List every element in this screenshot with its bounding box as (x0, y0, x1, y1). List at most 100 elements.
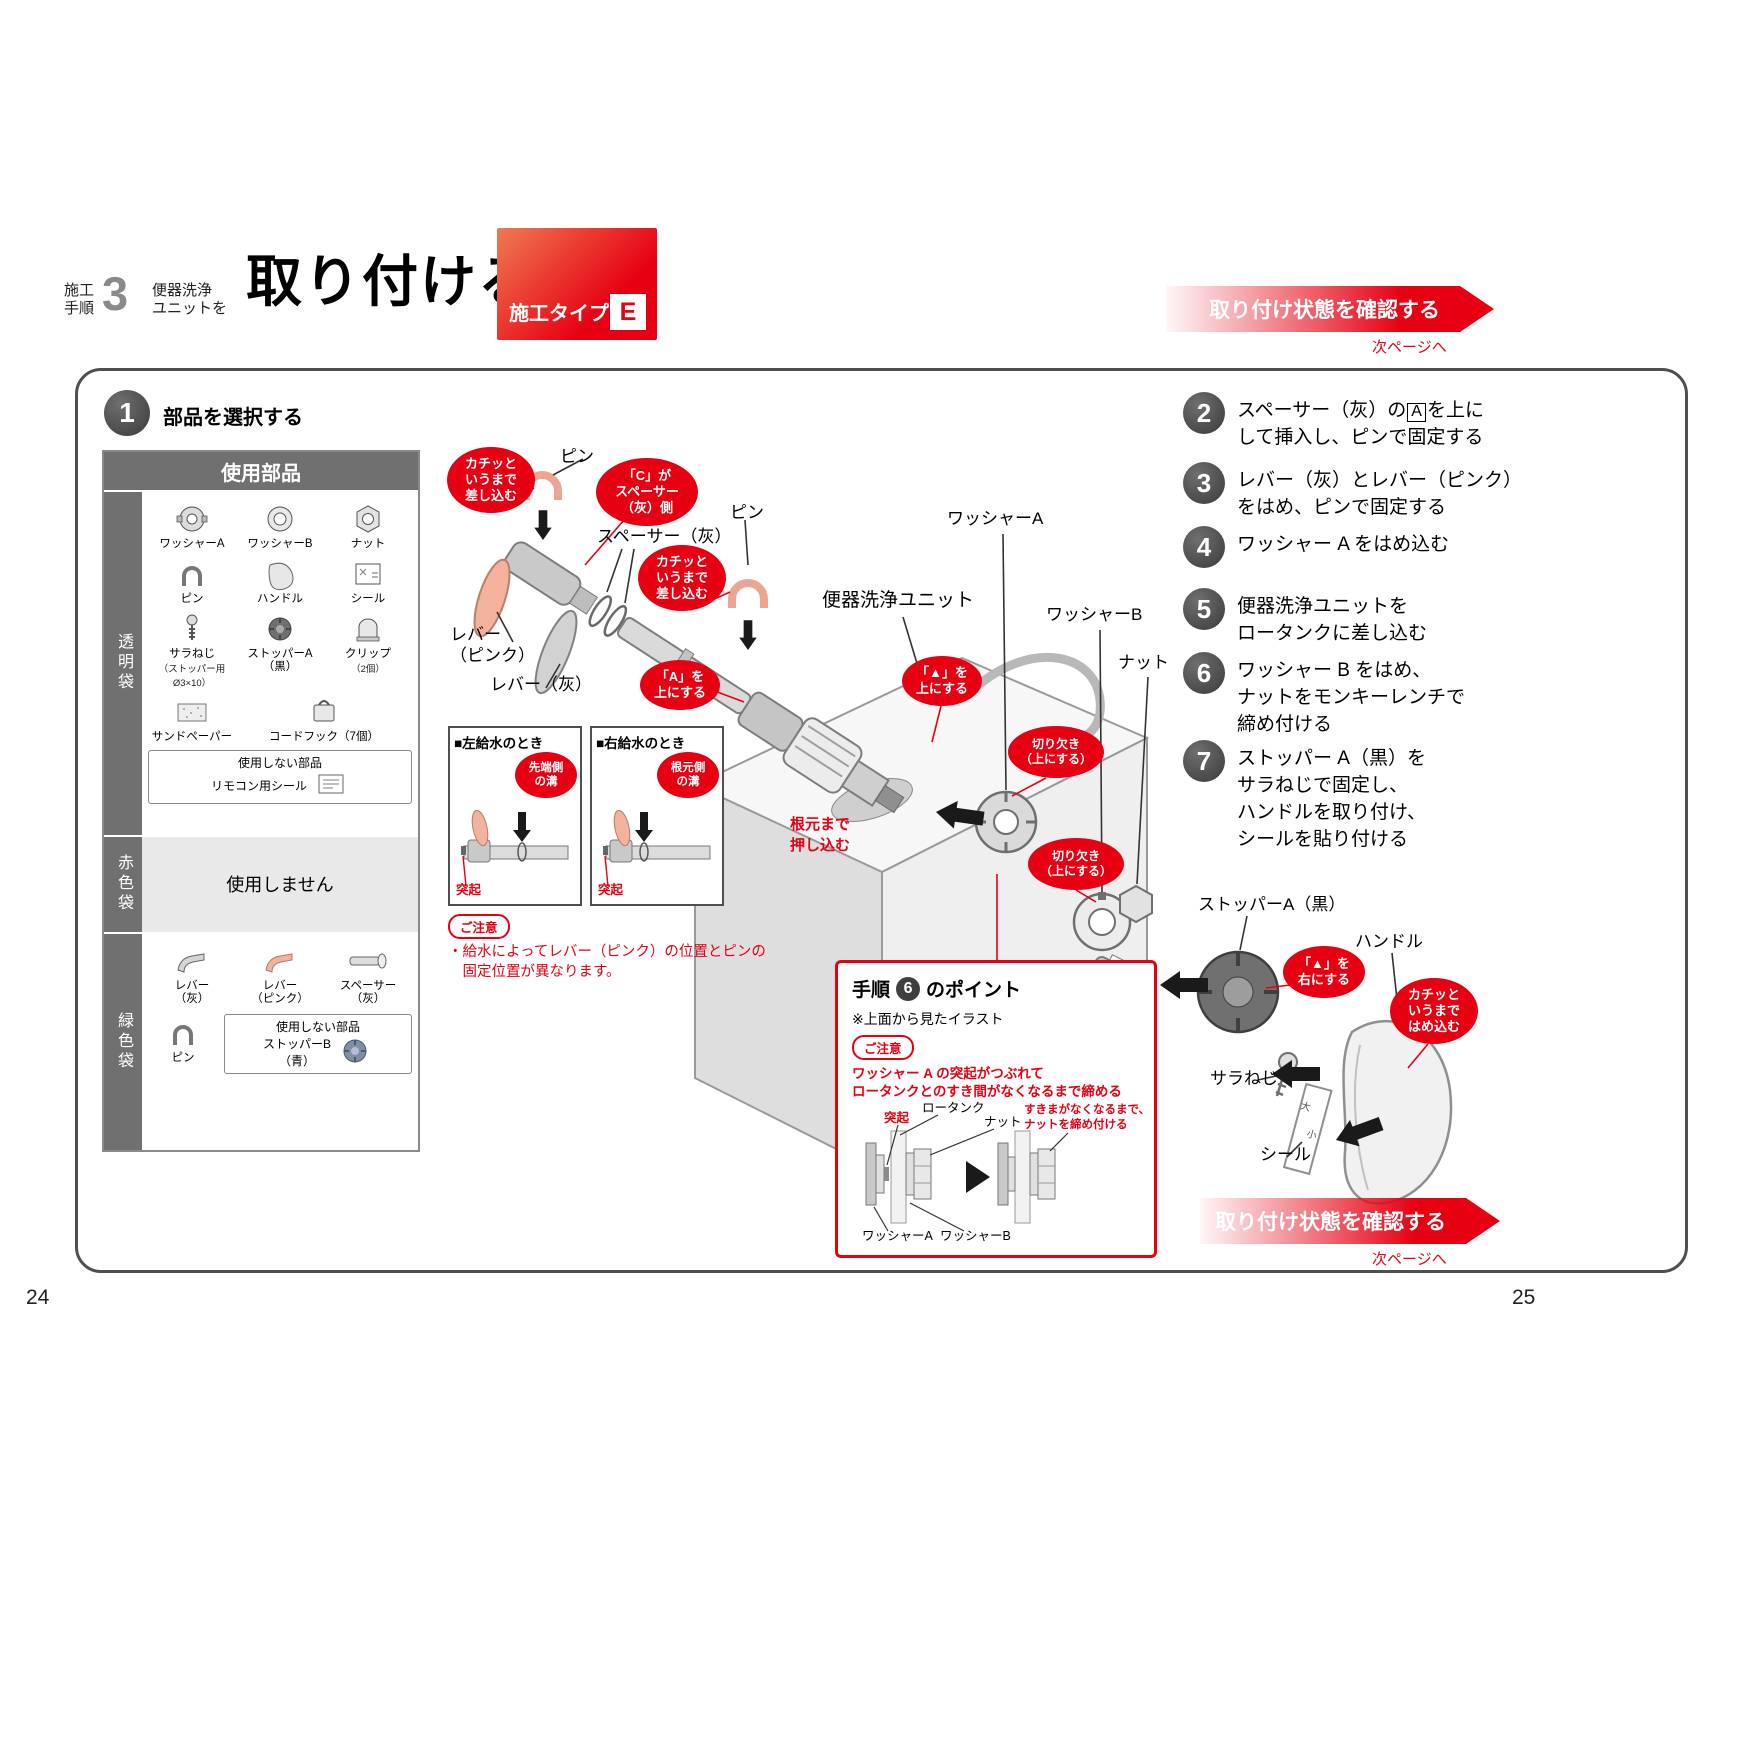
point-label-washer-b: ワッシャーB (940, 1229, 1011, 1243)
step-subject: 便器洗浄 ユニットを (152, 282, 228, 317)
washer-b-icon (258, 500, 302, 536)
part-label: コードフック（7個） (269, 731, 379, 743)
construction-type-box: 施工タイプ E (497, 228, 657, 340)
label-stopper-a: ストッパーA（黒） (1198, 895, 1346, 914)
bag-green-label: 緑色袋 (104, 933, 142, 1150)
point-box-step-number: 6 (896, 976, 921, 1001)
point-box-title-pre: 手順 (852, 980, 891, 1001)
bag-transparent: 透明袋 ワッシャーA ワッシャーB ナット (104, 490, 418, 835)
label-pin-mid: ピン (730, 503, 764, 522)
bag-green: 緑色袋 レバー （灰） レバー （ピンク） スペーサー （灰） (104, 931, 418, 1150)
point-label-tighten: すきまがなくなるまで、 ナットを締め付ける (1024, 1104, 1151, 1131)
step-big-number: 3 (102, 267, 129, 320)
part-label: スペーサー （灰） (339, 979, 397, 1005)
part-label: ストッパーA（黒） (247, 648, 313, 673)
caution-badge-supply: ご注意 (448, 914, 510, 939)
cordhook-icon (302, 693, 346, 729)
part-clip: クリップ （2個） (324, 610, 412, 689)
part-sublabel: （ストッパー用Ø3×10） (158, 664, 226, 689)
part-spacer: スペーサー （灰） (324, 942, 412, 1006)
bag-transparent-label: 透明袋 (104, 492, 142, 835)
label-push-in: 根元まで 押し込む (790, 816, 851, 854)
part-stopper-a: ストッパーA（黒） (236, 610, 324, 689)
label-flat-screw: サラねじ (1210, 1069, 1278, 1088)
label-handle: ハンドル (1355, 932, 1423, 951)
label-projection-right: 突起 (598, 883, 624, 897)
part-label: ナット (350, 538, 386, 550)
label-flush-unit: 便器洗浄ユニット (822, 590, 975, 611)
handle-icon (258, 555, 302, 591)
callout-notch-up-1: 切り欠き （上にする） (1008, 726, 1104, 778)
point-box-title-post: のポイント (926, 980, 1022, 1001)
part-washer-b: ワッシャーB (236, 500, 324, 551)
callout-click-insert-1: カチッと いうまで 差し込む (447, 447, 535, 513)
pin-icon (170, 555, 214, 591)
step-prefix: 施工 手順 (64, 282, 95, 317)
part-label: サンドペーパー (151, 731, 233, 743)
part-label: ハンドル (257, 593, 303, 605)
unused-title: 使用しない部品 (275, 1019, 360, 1034)
step-6: 6 ワッシャー B をはめ、 ナットをモンキーレンチで 締め付ける (1183, 652, 1465, 738)
step-3: 3 レバー（灰）とレバー（ピンク） をはめ、ピンで固定する (1183, 462, 1522, 521)
seal-icon (346, 555, 390, 591)
label-projection-left: 突起 (456, 883, 482, 897)
label-lever-gray: レバー（灰） (490, 675, 592, 694)
part-lever-gray: レバー （灰） (148, 942, 236, 1006)
point-label-projection: 突起 (884, 1111, 910, 1125)
left-supply-box: ■左給水のとき 先端側 の溝 突起 (448, 726, 582, 906)
step-2-text-post: を上に して挿入し、ピンで固定する (1237, 400, 1484, 448)
callout-triangle-up: 「▲」を 上にする (902, 656, 982, 706)
supply-caution-note: ・給水によってレバー（ピンク）の位置とピンの 固定位置が異なります。 (448, 944, 766, 980)
step-7-text: ストッパー A（黒）を サラねじで固定し、 ハンドルを取り付け、 シールを貼り付… (1237, 748, 1427, 850)
step-6-text: ワッシャー B をはめ、 ナットをモンキーレンチで 締め付ける (1237, 660, 1466, 735)
spacer-icon (346, 942, 390, 978)
step-4-number: 4 (1183, 526, 1225, 568)
pin-icon (161, 1014, 205, 1050)
part-label: ピン (180, 593, 204, 605)
bag3-unused-box: 使用しない部品 ストッパーB （青） (224, 1013, 412, 1074)
sandpaper-icon (170, 693, 214, 729)
part-label: ピン (171, 1051, 195, 1064)
part-label: シール (350, 593, 386, 605)
point-label-tank: ロータンク (922, 1101, 985, 1115)
point-label-washer-a: ワッシャーA (862, 1229, 933, 1243)
part-washer-a: ワッシャーA (148, 500, 236, 551)
point-box-title: 手順 6 のポイント (852, 975, 1021, 1002)
step-2-boxed-a: A (1407, 403, 1426, 422)
construction-type-value: E (610, 294, 646, 330)
point-label-nut: ナット (984, 1115, 1022, 1129)
step-2-number: 2 (1183, 392, 1225, 434)
label-seal: シール (1260, 1145, 1311, 1164)
caution-badge-point: ご注意 (852, 1035, 914, 1060)
part-label: レバー （ピンク） (251, 979, 309, 1005)
parts-panel: 使用部品 透明袋 ワッシャーA ワッシャーB ナット (102, 450, 420, 1152)
step6-point-box: 手順 6 のポイント ※上面から見たイラスト ご注意 ワッシャー A の突起がつ… (835, 960, 1157, 1258)
point-box-caution-text: ワッシャー A の突起がつぶれて ロータンクとのすき間がなくなるまで締める (852, 1066, 1122, 1099)
page-title: 取り付ける (246, 250, 536, 313)
unused-title: 使用しない部品 (237, 756, 322, 770)
part-sublabel: （2個） (351, 664, 385, 675)
callout-groove-tip: 先端側 の溝 (515, 752, 577, 798)
next-page-banner-top: 取り付け状態を確認する (1166, 286, 1494, 332)
callout-triangle-right: 「▲」を 右にする (1283, 946, 1365, 998)
parts-panel-header: 使用部品 (104, 452, 418, 490)
label-spacer: スペーサー（灰） (597, 527, 732, 546)
bag-red-label: 赤色袋 (104, 836, 142, 932)
label-washer-a: ワッシャーA (947, 509, 1044, 528)
part-label: クリップ (345, 648, 391, 660)
stopper-b-icon (337, 1035, 373, 1070)
part-seal: シール (324, 555, 412, 606)
label-washer-b: ワッシャーB (1046, 605, 1143, 624)
lever-pink-icon (258, 942, 302, 978)
unused-item-label: ストッパーB （青） (262, 1037, 331, 1069)
step-2-text-pre: スペーサー（灰）の (1237, 400, 1407, 421)
page-number-right: 25 (1512, 1286, 1536, 1309)
step-1-label: 部品を選択する (163, 407, 303, 429)
right-supply-title: ■右給水のとき (596, 736, 686, 751)
step-7-number: 7 (1183, 740, 1225, 782)
point-box-subtitle: ※上面から見たイラスト (852, 1011, 1004, 1027)
step-1-number: 1 (104, 390, 150, 436)
